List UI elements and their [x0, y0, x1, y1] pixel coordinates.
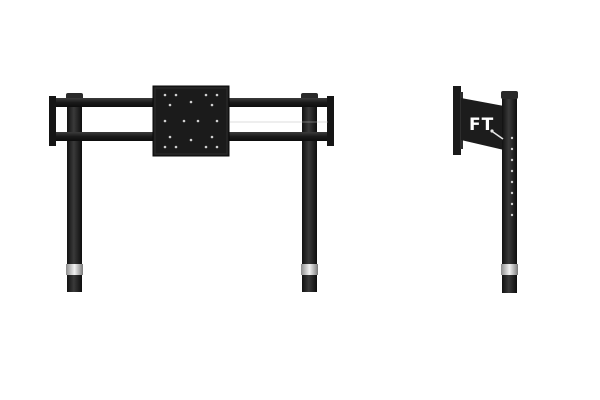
vesa-mount-plate: [152, 85, 230, 157]
left-post-collar: [66, 264, 83, 275]
side-knob: [492, 131, 504, 140]
right-end-plate: [327, 96, 334, 146]
side-post-holes: [510, 136, 514, 217]
side-post-collar: [501, 264, 518, 275]
right-post: [301, 93, 318, 292]
right-post-collar: [301, 264, 318, 275]
left-end-plate: [49, 96, 56, 146]
side-mount-plate: [453, 86, 461, 155]
side-post: [501, 91, 518, 293]
side-view-stand: FT: [453, 86, 518, 293]
brand-logo-text: FT: [469, 115, 494, 135]
mount-holes: [163, 93, 219, 149]
side-bracket-arm: [461, 98, 504, 150]
front-view-stand: [49, 85, 334, 292]
left-post: [66, 93, 83, 292]
